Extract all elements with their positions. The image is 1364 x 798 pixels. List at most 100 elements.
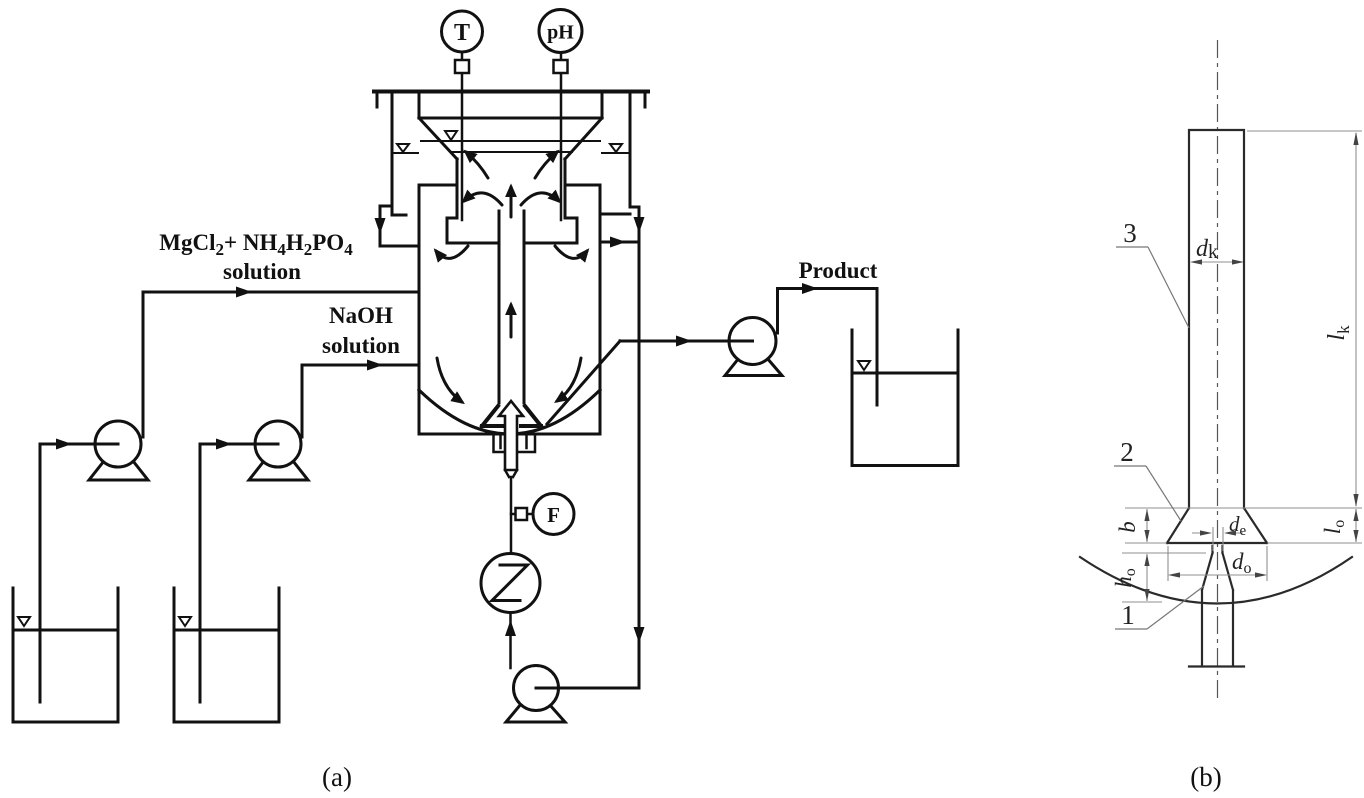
pipe-arrow-icon [676, 335, 692, 347]
circulation-arrows [433, 149, 590, 405]
heat-exchanger-coil-icon [488, 563, 532, 602]
product-pump [721, 316, 786, 377]
dim-arrow-icon [1168, 572, 1180, 578]
diffuser-cone [479, 403, 544, 429]
pipe-arrow-icon [374, 218, 386, 234]
product-label: Product [799, 258, 878, 283]
level-marker-icon [608, 143, 624, 154]
dim-de-label: de [1229, 512, 1247, 539]
callout-cone: 2 [1114, 437, 1182, 522]
level-marker-icon [856, 360, 872, 372]
ph-bulb [537, 8, 584, 54]
pipe-arrow-icon [236, 286, 252, 298]
flow-arrow-icon [435, 356, 465, 405]
temperature-connector [453, 58, 471, 75]
feed-line-naoh: NaOH solution [303, 303, 420, 371]
temperature-bulb [440, 9, 484, 54]
flow-meter-connector [514, 506, 529, 522]
caption-b: (b) [1190, 762, 1221, 792]
leader-line [1116, 246, 1190, 329]
tank2-walls [172, 586, 281, 724]
flow-arrow-icon [554, 356, 583, 404]
callout-1-label: 1 [1121, 600, 1135, 630]
detail-tube [1187, 128, 1246, 510]
draft-tube [497, 209, 526, 405]
product-discharge-pipe [776, 287, 879, 407]
overflow-left-pipe [378, 204, 420, 248]
circpump-stand [502, 701, 569, 724]
callout-2-label: 2 [1120, 437, 1134, 467]
detail-drawing: dk lk lo b ho [1078, 40, 1362, 700]
annulus-level-line [391, 151, 631, 154]
level-marker-icon [443, 130, 459, 142]
feed-label-mgcl2: MgCl2+ NH4H2PO4 [159, 230, 353, 259]
detail-cone [1165, 506, 1269, 545]
dim-b: b [1115, 509, 1150, 542]
dim-arrow-icon [1144, 530, 1150, 542]
product-pump-stand [721, 355, 786, 377]
feed-well-walls [455, 157, 567, 220]
dim-arrow-icon [1353, 530, 1359, 542]
feed-pump-1 [38, 290, 152, 704]
dim-lo-label: lo [1320, 520, 1348, 534]
callout-tube: 3 [1116, 218, 1190, 329]
funnel-risers [417, 90, 604, 120]
flow-meter: F [509, 492, 576, 536]
reactor-vessel [372, 89, 650, 479]
pipe-arrow-icon [367, 359, 383, 371]
pump2-suction [198, 442, 280, 704]
product-line: Product [544, 258, 879, 427]
dim-de: de [1192, 512, 1247, 539]
flow-arrow-icon [461, 189, 504, 207]
ph-sensor: pH [537, 8, 584, 222]
dim-arrow-icon [1353, 132, 1359, 145]
pipe-arrow-icon [505, 620, 516, 636]
recycle-line [598, 205, 645, 690]
caption-a: (a) [322, 762, 352, 792]
feed-pump-2 [198, 363, 312, 704]
dim-do: do [1168, 549, 1267, 578]
dim-arrow-icon [1190, 259, 1202, 265]
flow-arrow-icon [463, 149, 490, 180]
flow-arrow-icon [553, 244, 590, 263]
dim-ho: ho [1111, 554, 1150, 601]
dim-arrow-icon [1232, 259, 1244, 265]
rim-end-ticks [375, 90, 647, 109]
temperature-label: T [454, 20, 470, 46]
dim-dk-label: dk [1196, 236, 1218, 263]
level-marker-icon [177, 616, 193, 628]
pump1-stand [85, 458, 152, 482]
product-tank-walls [850, 328, 960, 467]
dim-b-label: b [1115, 521, 1140, 533]
pump1-suction [38, 442, 120, 704]
feed-line-mgcl2: MgCl2+ NH4H2PO4 solution [141, 230, 420, 298]
feed-tank-1 [11, 586, 120, 724]
feed-well-collar [445, 216, 579, 245]
callout-3-label: 3 [1123, 218, 1137, 248]
dim-arrow-icon [1144, 509, 1150, 521]
feed-label-mgcl2-line2: solution [223, 259, 301, 284]
tank1-walls [11, 586, 120, 724]
dim-do-label: do [1232, 549, 1252, 577]
recycle-pipe [598, 205, 641, 690]
circulation-pump [502, 664, 641, 724]
feed-tank-2 [172, 586, 281, 724]
detail-dished-bottom [1078, 555, 1354, 605]
nozzle-taper [503, 468, 519, 479]
flow-arrow-icon [519, 189, 562, 207]
dim-lk-label: lk [1324, 325, 1353, 341]
product-suction-pipe [544, 338, 754, 427]
feed-label-naoh-line2: solution [322, 333, 400, 358]
pipe-arrow-icon [216, 438, 232, 450]
flow-meter-label: F [547, 503, 560, 527]
pipe-arrow-icon [56, 438, 72, 450]
dim-lo: lo [1320, 509, 1359, 542]
dim-arrow-icon [1353, 494, 1359, 507]
heat-exchanger [479, 552, 542, 614]
flow-arrow-icon [433, 244, 470, 263]
leader-line [1115, 585, 1205, 630]
extension-lines [1122, 130, 1362, 603]
dim-arrow-icon [1200, 530, 1212, 536]
